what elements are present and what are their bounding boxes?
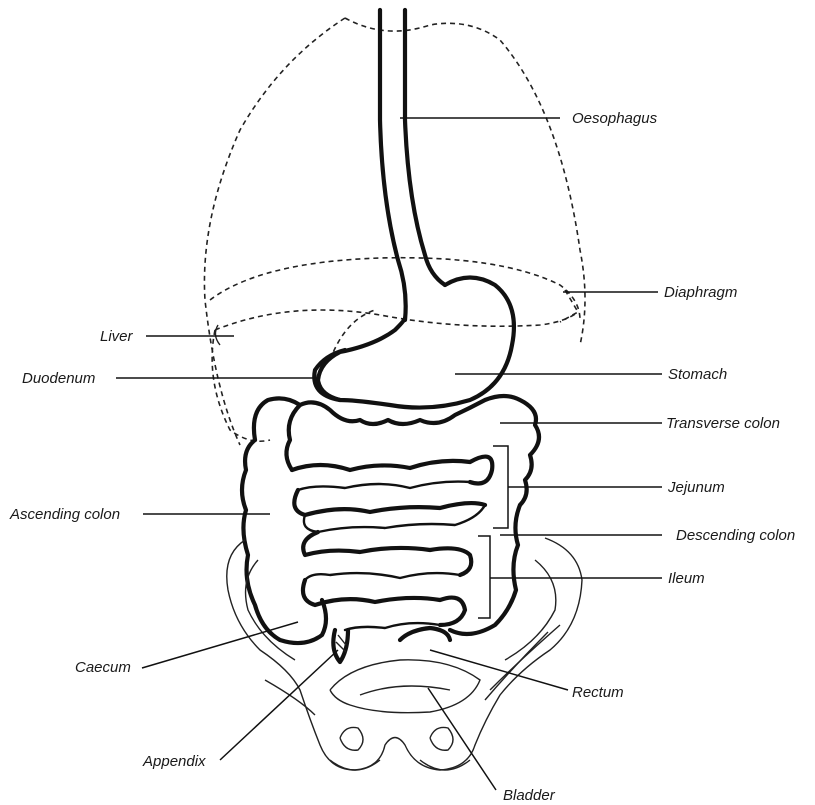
large-intestine [242,396,539,643]
ileum-label: Ileum [668,570,705,587]
descending-colon-label: Descending colon [676,527,795,544]
jejunum [292,457,492,532]
stomach [318,278,514,408]
rectum [400,628,450,640]
labels: Oesophagus Diaphragm Liver Duodenum Stom… [9,110,795,804]
liver-label: Liver [100,328,134,345]
stomach-label: Stomach [668,366,727,383]
ascending-colon-label: Ascending colon [9,506,120,523]
appendix-label: Appendix [142,753,206,770]
liver-outline [212,330,270,441]
jejunum-label: Jejunum [667,479,725,496]
transverse-colon-label: Transverse colon [666,415,780,432]
pelvis [227,538,582,770]
bladder-label: Bladder [503,787,556,804]
diaphragm-outline [210,258,580,360]
rib-cage-outline [204,18,585,445]
rectum-label: Rectum [572,684,624,701]
ileum-bracket [478,536,490,618]
caecum-label: Caecum [75,659,131,676]
duodenum-label: Duodenum [22,370,95,387]
oesophagus-label: Oesophagus [572,110,658,127]
appendix-leader [220,650,338,760]
bladder-leader [428,688,496,790]
oesophagus [380,10,445,320]
diaphragm-label: Diaphragm [664,284,737,301]
ileum [303,532,471,630]
jejunum-bracket [493,446,508,528]
